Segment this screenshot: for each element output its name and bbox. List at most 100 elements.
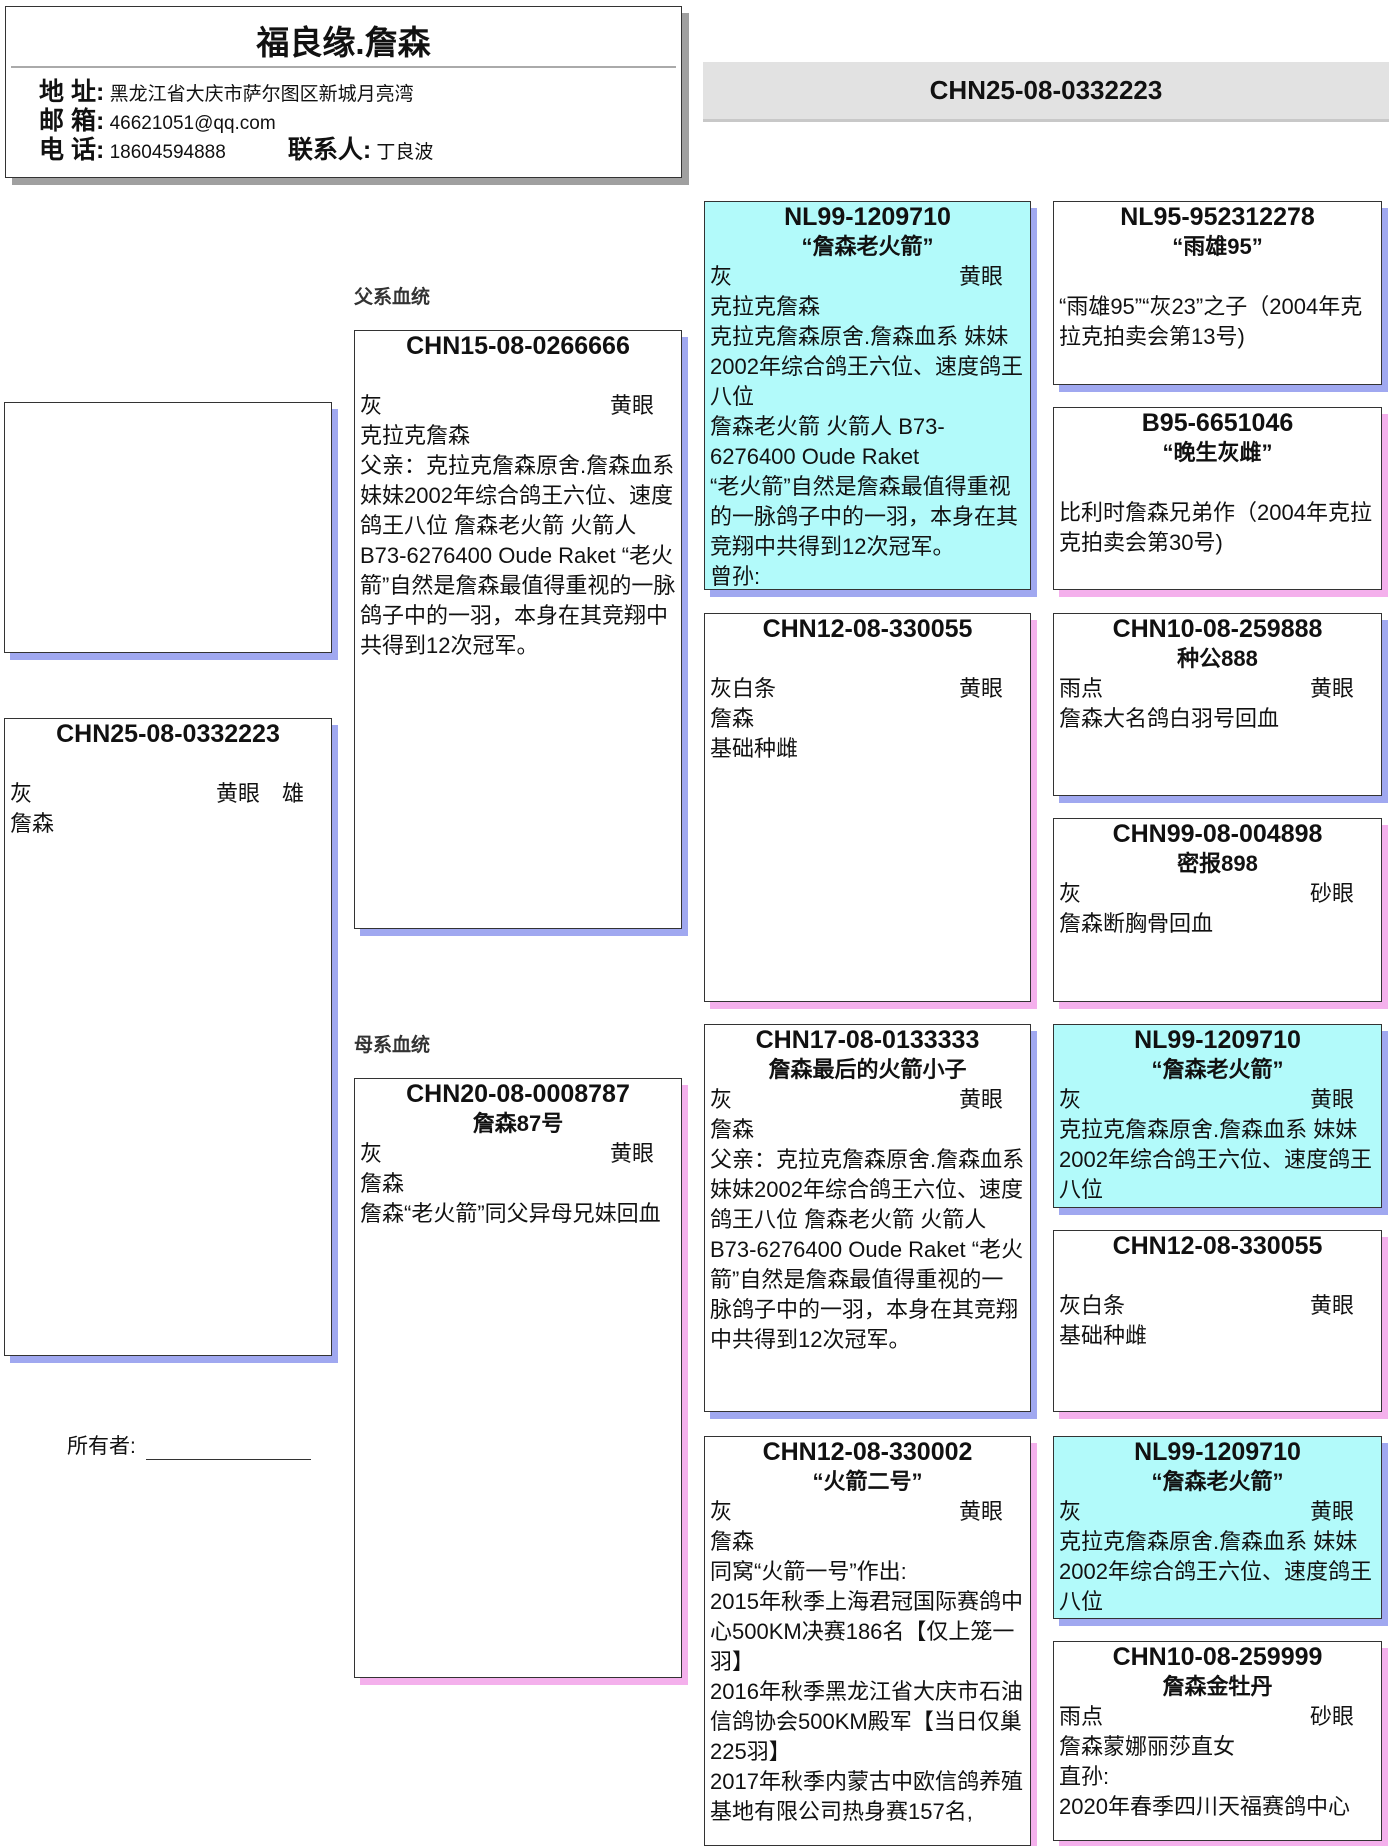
eye-sex: 黄眼: [1310, 1085, 1354, 1115]
note-line: 克拉克詹森: [360, 423, 471, 448]
eye-type: 黄眼: [958, 1087, 1003, 1112]
feather-color: 灰白条: [710, 676, 777, 701]
eye-sex: 黄眼: [610, 391, 654, 421]
color-eye-row: 灰黄眼: [710, 1497, 1025, 1527]
color-eye-row: 灰白条 黄眼: [1059, 1291, 1376, 1321]
eye-sex: 黄眼: [1310, 1291, 1354, 1321]
note-line: 直孙:: [1059, 1764, 1110, 1789]
bird-name: 詹森最后的火箭小子: [768, 1057, 967, 1082]
breeder-header: 福良缘.詹森 地 址: 黑龙江省大庆市萨尔图区新城月亮湾 邮 箱: 466210…: [5, 6, 682, 178]
ring-number: NL99-1209710: [784, 203, 951, 231]
ring-number: CHN12-08-330002: [762, 1438, 973, 1466]
eye-type: 砂眼: [1309, 881, 1354, 906]
note-line: 2017年秋季内蒙古中欧信鸽养殖基地有限公司热身赛157名,: [710, 1769, 1023, 1824]
feather-color: 灰: [1059, 1499, 1082, 1524]
eye-type: 黄眼: [215, 781, 260, 806]
note-line: 克拉克詹森原舍.詹森血系 妹妹2002年综合鸽王六位、速度鸽王八位: [1059, 1529, 1372, 1614]
color-eye-row: 灰 黄眼: [360, 391, 676, 421]
owner-signature-line[interactable]: [145, 1437, 311, 1460]
eye-type: 黄眼: [958, 676, 1003, 701]
pedigree-box-ss[interactable]: NL99-1209710“詹森老火箭”灰黄眼克拉克詹森克拉克詹森原舍.詹森血系 …: [704, 201, 1031, 590]
ring-number: CHN25-08-0332223: [56, 720, 280, 748]
address-value: 黑龙江省大庆市萨尔图区新城月亮湾: [109, 84, 414, 105]
pedigree-box-dd[interactable]: CHN12-08-330002“火箭二号”灰黄眼詹森同窝“火箭一号”作出:201…: [704, 1436, 1031, 1846]
note-line: 父亲：克拉克詹森原舍.詹森血系 妹妹2002年综合鸽王六位、速度鸽王八位 詹森老…: [360, 453, 676, 658]
pedigree-box-dds[interactable]: NL99-1209710“詹森老火箭”灰黄眼克拉克詹森原舍.詹森血系 妹妹200…: [1053, 1436, 1382, 1619]
ring-number: NL99-1209710: [1134, 1438, 1301, 1466]
ring-number: CHN12-08-330055: [1112, 1232, 1323, 1260]
note-line: 父亲：克拉克詹森原舍.詹森血系 妹妹2002年综合鸽王六位、速度鸽王八位 詹森老…: [710, 1147, 1025, 1352]
bird-name: “火箭二号”: [812, 1469, 923, 1494]
eye-sex: 砂眼: [1310, 1702, 1354, 1732]
feather-color: 灰: [710, 1087, 733, 1112]
email-value: 46621051@qq.com: [109, 113, 276, 134]
eye-type: 黄眼: [609, 1141, 654, 1166]
feather-color: 灰: [360, 393, 383, 418]
pedigree-box-ds[interactable]: CHN17-08-0133333 詹森最后的火箭小子灰 黄眼詹森父亲：克拉克詹森原舍…: [704, 1024, 1031, 1412]
eye-type: 黄眼: [1309, 676, 1354, 701]
note-line: 2015年秋季上海君冠国际赛鸽中心500KM决赛186名【仅上笼一羽】: [710, 1589, 1023, 1674]
pedigree-box-sss[interactable]: NL95-952312278“雨雄95”“雨雄95”“灰23”之子（2004年克…: [1053, 201, 1382, 385]
note-line: 基础种雌: [1059, 1323, 1148, 1348]
note-line: “雨雄95”“灰23”之子（2004年克拉克拍卖会第13号): [1059, 294, 1363, 349]
eye-sex: 黄眼: [959, 674, 1003, 704]
note-line: 詹森断胸骨回血: [1059, 911, 1214, 936]
bird-name: “詹森老火箭”: [801, 234, 934, 259]
dam-line-label: 母系血统: [354, 1035, 431, 1056]
note-line: 詹森: [710, 1117, 755, 1142]
photo-placeholder: [4, 402, 332, 653]
note-line: 詹森: [360, 1171, 405, 1196]
ring-number: CHN17-08-0133333: [755, 1026, 980, 1054]
color-eye-row: 灰 黄眼: [710, 1085, 1025, 1115]
eye-sex: 黄眼雄: [216, 779, 304, 809]
pedigree-box-dsd[interactable]: CHN12-08-330055 灰白条 黄眼基础种雌: [1053, 1230, 1382, 1412]
color-eye-row: 雨点黄眼: [1059, 674, 1376, 704]
pedigree-box-sdd[interactable]: CHN99-08-004898 密报898 灰 砂眼詹森断胸骨回血: [1053, 818, 1382, 1002]
bird-name: 詹森87号: [472, 1111, 564, 1136]
ring-number: CHN99-08-004898: [1112, 820, 1323, 848]
eye-type: 砂眼: [1309, 1704, 1354, 1729]
ring-number: B95-6651046: [1141, 409, 1294, 437]
spacer: [1059, 262, 1376, 292]
ring-number: NL99-1209710: [1134, 1026, 1301, 1054]
eye-type: 黄眼: [609, 393, 654, 418]
sex: 雄: [281, 781, 304, 806]
eye-sex: 黄眼: [1310, 1497, 1354, 1527]
spacer: [1059, 1261, 1376, 1291]
note-line: 2020年春季四川天福赛鸽中心: [1059, 1794, 1350, 1819]
color-eye-row: 灰黄眼: [710, 262, 1025, 292]
pedigree-box-ssd[interactable]: B95-6651046“晚生灰雌”比利时詹森兄弟作（2004年克拉克拍卖会第30…: [1053, 407, 1382, 590]
note-line: 克拉克詹森: [710, 294, 821, 319]
feather-color: 灰: [360, 1141, 383, 1166]
spacer: [360, 361, 676, 391]
feather-color: 灰: [710, 1499, 733, 1524]
eye-type: 黄眼: [1309, 1499, 1354, 1524]
eye-sex: 黄眼: [959, 262, 1003, 292]
spacer: [10, 749, 326, 779]
pedigree-box-dss[interactable]: NL99-1209710“詹森老火箭”灰黄眼克拉克詹森原舍.詹森血系 妹妹200…: [1053, 1024, 1382, 1208]
feather-color: 灰: [10, 781, 33, 806]
feather-color: 雨点: [1059, 1704, 1104, 1729]
bird-name: 密报898: [1177, 851, 1258, 876]
phone-value: 18604594888: [109, 142, 226, 163]
owner-field: 所有者:: [67, 1430, 311, 1460]
sire-line-label: 父系血统: [354, 287, 431, 308]
address-label: 地 址:: [39, 78, 105, 106]
feather-color: 灰白条: [1059, 1293, 1126, 1318]
note-line: “老火箭”自然是詹森最值得重视的一脉鸽子中的一羽，本身在其竞翔中共得到12次冠军…: [710, 474, 1019, 559]
loft-title: 福良缘.詹森: [256, 24, 431, 61]
note-line: 2016年秋季黑龙江省大庆市石油信鸽协会500KM殿军【当日仅巢225羽】: [710, 1679, 1023, 1764]
contact-label: 联系人:: [287, 136, 372, 164]
ring-number: NL95-952312278: [1120, 203, 1315, 231]
ring-number: CHN10-08-259888: [1112, 615, 1323, 643]
feather-color: 灰: [1059, 881, 1082, 906]
ring-number: CHN15-08-0266666: [406, 332, 630, 360]
note-line: 詹森: [710, 706, 755, 731]
pedigree-box-sire[interactable]: CHN15-08-0266666 灰 黄眼克拉克詹森父亲：克拉克詹森原舍.詹森血系 …: [354, 330, 682, 929]
color-eye-row: 雨点 砂眼: [1059, 1702, 1376, 1732]
